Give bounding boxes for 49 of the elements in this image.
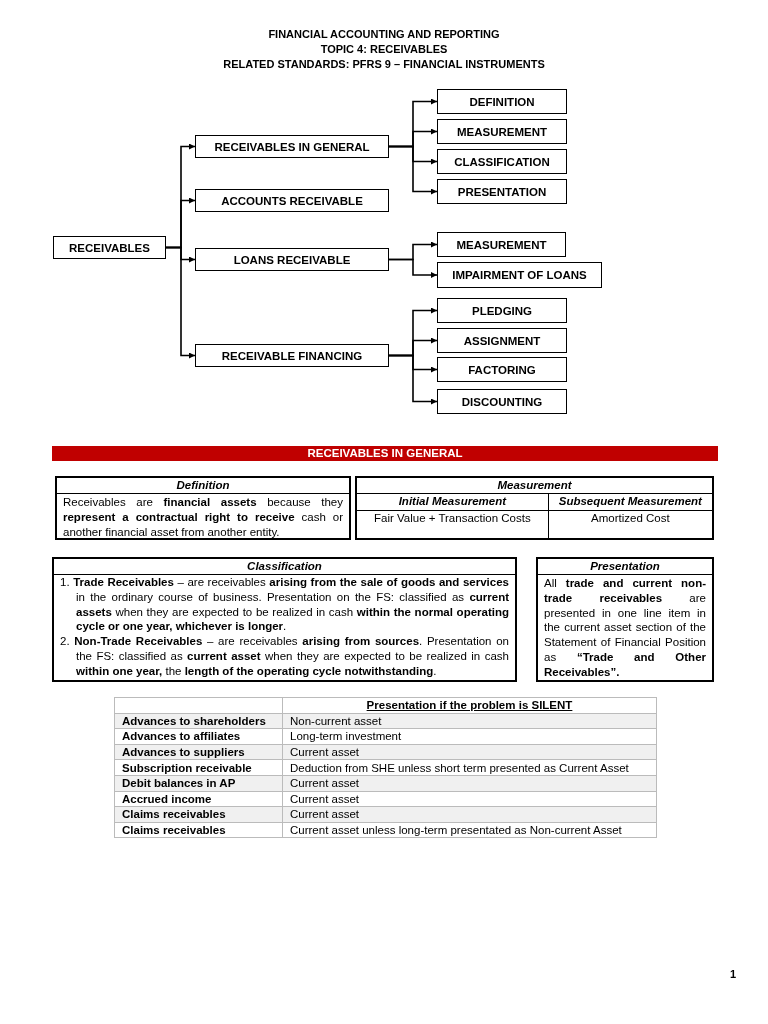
table-heading: Measurement <box>357 478 712 494</box>
card-heading: Classification <box>54 559 515 575</box>
topic-card <box>52 557 517 682</box>
topic-box: FACTORING <box>437 357 567 382</box>
card-text: All trade and current non-trade receivables are presented in one line item in the current asset section of the Statement of Financial Position as “Trade and Other Receivables”. <box>543 576 707 680</box>
page-number: 1 <box>730 968 737 980</box>
row-header: Accrued income <box>114 791 283 807</box>
row-header: Subscription receivable <box>114 759 283 776</box>
column-header: Subsequent Measurement <box>548 494 712 511</box>
topic-box: MEASUREMENT <box>437 119 567 144</box>
table-cell: Current asset unless long-term presentated as Non-current Asset <box>282 822 657 838</box>
column-header: Presentation if the problem is SILENT <box>282 697 657 714</box>
document-subtitle: TOPIC 4: RECEIVABLES <box>320 43 448 55</box>
topic-box: MEASUREMENT <box>437 232 566 257</box>
topic-box: DISCOUNTING <box>437 389 567 414</box>
topic-box: RECEIVABLES IN GENERAL <box>195 135 389 158</box>
section-banner: RECEIVABLES IN GENERAL <box>52 446 718 461</box>
document-subtitle: RELATED STANDARDS: PFRS 9 – FINANCIAL INSTRUMENTS <box>223 58 545 70</box>
topic-box: ASSIGNMENT <box>437 328 567 353</box>
topic-box: LOANS RECEIVABLE <box>195 248 389 271</box>
table-cell: Deduction from SHE unless short term presented as Current Asset <box>282 759 657 776</box>
topic-box: CLASSIFICATION <box>437 149 567 174</box>
topic-box: PLEDGING <box>437 298 567 323</box>
arrow <box>388 354 438 405</box>
card-heading: Definition <box>57 478 349 494</box>
topic-box: ACCOUNTS RECEIVABLE <box>195 189 389 212</box>
topic-box: DEFINITION <box>437 89 567 114</box>
topic-card <box>536 557 714 682</box>
topic-box: RECEIVABLES <box>53 236 166 259</box>
table-cell: Long-term investment <box>282 728 657 745</box>
arrow <box>388 145 438 195</box>
document-title: FINANCIAL ACCOUNTING AND REPORTING <box>268 28 500 40</box>
topic-box: IMPAIRMENT OF LOANS <box>437 262 602 288</box>
row-header: Advances to affiliates <box>114 728 283 745</box>
card-text: Receivables are financial assets because they represent a contractual right to receive cash or another financial asset from another entity. <box>62 495 344 540</box>
row-header: Claims receivables <box>114 822 283 838</box>
column-header: Initial Measurement <box>357 494 549 511</box>
list-item: 2. Non-Trade Receivables – are receivables arising from sources. Presentation on the FS: classified as current asset when they are expected to be realized in cash within one year, the length of the operating cycle notwithstanding. <box>59 634 510 679</box>
table-cell-text: Amortized Cost <box>590 511 671 526</box>
topic-box: RECEIVABLE FINANCING <box>195 344 389 367</box>
arrow <box>165 246 196 359</box>
arrow <box>388 258 438 278</box>
table-cell: Fair Value + Transaction Costs <box>357 511 549 538</box>
card-heading: Presentation <box>538 559 712 575</box>
measurement-table <box>355 476 714 540</box>
table-cell: Current asset <box>282 791 657 807</box>
topic-box: PRESENTATION <box>437 179 567 204</box>
list-item: 1. Trade Receivables – are receivables arising from the sale of goods and services in the ordinary course of business. Presentation on the FS: classified as current assets when they are expected to be realized in cash within the normal operating cycle or one year, whichever is longer. <box>59 575 510 635</box>
topic-card <box>55 476 351 540</box>
